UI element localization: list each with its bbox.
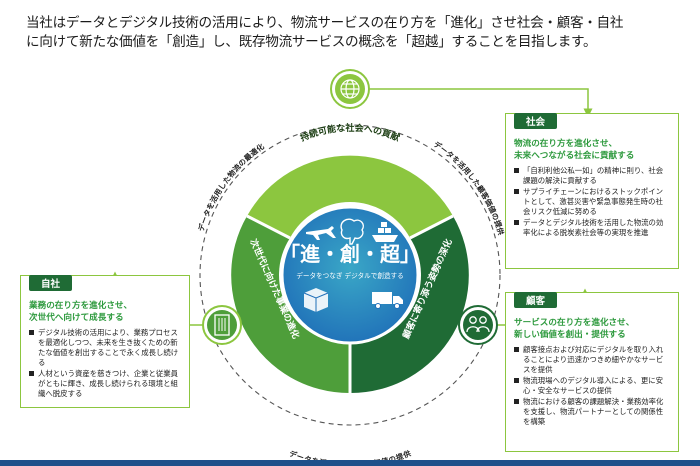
headline-line-1: 当社はデータとデジタル技術の活用により、物流サービスの在り方を「進化」させ社会・… <box>26 15 624 31</box>
segment-right <box>350 216 469 394</box>
people-icon <box>466 316 490 333</box>
customer-box: 顧客 サービスの在り方を進化させ、 新しい価値を創出・提供する 顧客接点および対… <box>505 292 679 452</box>
segment-left <box>231 216 350 394</box>
company-badge <box>202 305 242 345</box>
globe-icon <box>340 79 360 99</box>
customer-head: サービスの在り方を進化させ、 新しい価値を創出・提供する <box>514 318 635 340</box>
society-box: 社会 物流の在り方を進化させ、 未来へつながる社会に貢献する 「自利利他公私一如… <box>505 113 679 269</box>
company-list: デジタル技術の活用により、業務プロセスを最適化しつつ、未来を生き抜くための新たな… <box>29 328 181 399</box>
headline: 当社はデータとデジタル技術の活用により、物流サービスの在り方を「進化」させ社会・… <box>26 14 686 52</box>
brain-icon <box>340 218 364 245</box>
company-box: 自社 業務の在り方を進化させ、 次世代へ向けて成長する デジタル技術の活用により… <box>20 275 190 408</box>
list-item: デジタル技術の活用により、業務プロセスを最適化しつつ、未来を生き抜くための新たな… <box>29 328 181 368</box>
airplane-icon <box>306 226 336 240</box>
segment-top <box>247 155 453 238</box>
customer-list: 顧客接点および対応にデジタルを取り入れることにより迅速かつきめ細やかなサービスを… <box>514 345 670 427</box>
company-tag: 自社 <box>29 275 73 291</box>
building-icon <box>214 314 230 336</box>
society-head: 物流の在り方を進化させ、 未来へつながる社会に貢献する <box>514 139 635 161</box>
company-head: 業務の在り方を進化させ、 次世代へ向けて成長する <box>29 301 133 323</box>
ring-segments <box>231 155 469 394</box>
society-tag: 社会 <box>514 113 558 129</box>
list-item: サプライチェーンにおけるストックポイントとして、激甚災害や緊急事態発生時の社会リ… <box>514 187 670 217</box>
center-title: 「進・創・超」 <box>280 242 420 266</box>
customer-badge <box>458 305 498 345</box>
list-item: データとデジタル技術を活用した物流の効率化による脱炭素社会等の実現を推進 <box>514 218 670 238</box>
list-item: 人材という資産を慈きつけ、企業と従業員がともに輝き、成長し続けられる環境と組織へ… <box>29 369 181 399</box>
outer-dashed-ring <box>199 124 501 426</box>
box-icon <box>303 288 329 312</box>
bottom-bar <box>0 460 700 466</box>
society-list: 「自利利他公私一如」の精神に則り、社会課題の解決に貢献する サプライチェーンにお… <box>514 166 670 238</box>
ship-icon <box>372 222 398 242</box>
headline-line-2: に向けて新たな価値を「創造」し、既存物流サービスの概念を「超越」することを目指し… <box>26 34 597 50</box>
list-item: 物流現場へのデジタル導入による、更に安心・安全なサービスの提供 <box>514 376 670 396</box>
list-item: 物流における顧客の課題解決・業務効率化を支援し、物流パートナーとしての関係性を構… <box>514 397 670 427</box>
customer-tag: 顧客 <box>514 292 558 308</box>
center-subtitle: データをつなぎ デジタルで創造する <box>296 271 403 280</box>
list-item: 「自利利他公私一如」の精神に則り、社会課題の解決に貢献する <box>514 166 670 186</box>
society-badge <box>330 69 370 109</box>
list-item: 顧客接点および対応にデジタルを取り入れることにより迅速かつきめ細やかなサービスを… <box>514 345 670 375</box>
segment-top-label: 持続可能な社会への貢献 <box>298 122 401 144</box>
truck-icon <box>372 292 403 309</box>
connector-society <box>365 88 593 118</box>
